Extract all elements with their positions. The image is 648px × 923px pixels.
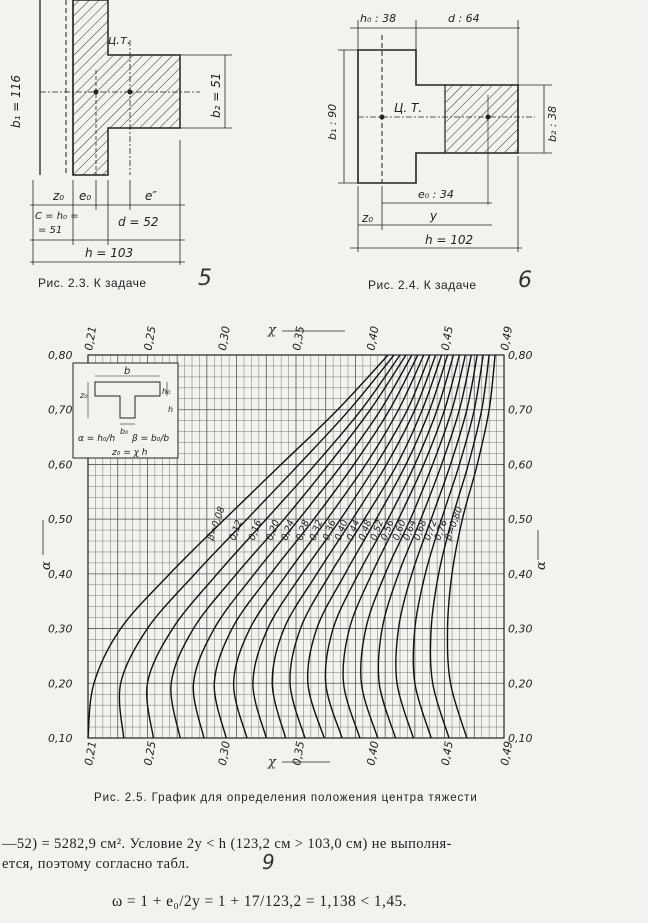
table-number: 9 <box>262 850 275 874</box>
caption-2-5: Рис. 2.5. График для определения положен… <box>94 792 478 804</box>
inset-b0: b₀ <box>120 427 129 436</box>
text-line-2: ется, поэтому согласно табл. <box>2 856 190 872</box>
x-tick-label-top: 0,45 <box>439 325 456 351</box>
curve-048 <box>306 354 449 739</box>
inset-h0: h₀ <box>162 387 171 396</box>
curve-068 <box>395 354 478 739</box>
x-axis-label-bottom: χ <box>267 755 277 770</box>
curve-060 <box>359 354 467 739</box>
x-tick-label-bottom: 0,49 <box>498 740 515 766</box>
x-tick-label-bottom: 0,35 <box>290 740 307 766</box>
chart-curves <box>87 354 496 739</box>
y-tick-label-right: 0,40 <box>508 568 533 581</box>
y-tick-label-right: 0,80 <box>508 349 533 362</box>
curve-080 <box>446 354 496 739</box>
b1-label: b₁ : 90 <box>326 104 339 140</box>
curve-012 <box>118 354 395 739</box>
caption-2-3: Рис. 2.3. К задаче <box>38 276 147 290</box>
figure-2-3: ц.т. b₁ = 116 b₂ = 51 z₀ e₀ e″ C = h₀ = … <box>9 0 232 265</box>
curve-024 <box>192 354 413 739</box>
y-tick-label-left: 0,60 <box>48 458 73 471</box>
y-tick-label-right: 0,20 <box>508 677 533 690</box>
c-label: C = h₀ = <box>35 211 79 222</box>
chart-2-5: 0,21 0,21 0,25 0,25 0,30 0,30 0,35 0,35 0,40 0,40… <box>39 323 549 770</box>
x-axis-label-top: χ <box>267 323 277 338</box>
y-tick-label-right: 0,10 <box>508 732 533 745</box>
x-tick-label-bottom: 0,40 <box>364 740 381 766</box>
b2-label: b₂ = 51 <box>209 73 223 118</box>
inset-alpha: α = h₀/h <box>78 434 116 444</box>
x-tick-label-bottom: 0,25 <box>142 740 159 766</box>
inset-beta: β = b₀/b <box>131 434 169 444</box>
curve-028 <box>213 354 419 739</box>
task-number-5: 5 <box>198 266 212 291</box>
inset-h: h <box>168 405 173 414</box>
curve-072 <box>412 354 484 739</box>
x-tick-label-top: 0,49 <box>498 325 515 351</box>
curve-036 <box>252 354 431 739</box>
curve-020 <box>170 354 407 739</box>
y-label: y <box>429 209 438 223</box>
x-tick-label-bottom: 0,45 <box>439 740 456 766</box>
y-tick-label-left: 0,30 <box>48 623 73 636</box>
ct-label: ц.т. <box>108 33 131 47</box>
chart-labels: 0,21 0,21 0,25 0,25 0,30 0,30 0,35 0,35 0,40 0,40… <box>39 323 549 770</box>
curve-label: β=0,08 <box>205 505 228 543</box>
y-tick-label-left: 0,10 <box>48 732 73 745</box>
y-axis-label-right: α <box>534 561 549 570</box>
ct-label: Ц. Т. <box>394 101 422 115</box>
d-label: d = 52 <box>118 215 159 229</box>
h-label: h = 103 <box>85 246 133 260</box>
d-label: d : 64 <box>448 12 480 25</box>
curve-032 <box>232 354 425 739</box>
x-tick-label-top: 0,21 <box>82 325 99 351</box>
x-tick-label-top: 0,30 <box>216 325 233 351</box>
y-axis-label-left: α <box>39 561 54 570</box>
y-tick-label-right: 0,70 <box>508 404 533 417</box>
curve-016 <box>146 354 401 739</box>
inset-b: b <box>124 366 130 377</box>
e0-label: e₀ : 34 <box>418 188 454 201</box>
e0-label: e₀ <box>79 189 91 203</box>
curve-040 <box>271 354 437 739</box>
c2-label: = 51 <box>38 225 62 236</box>
x-tick-label-top: 0,40 <box>364 325 381 351</box>
figure-2-4: h₀ : 38 d : 64 b₁ : 90 Ц. Т. b₂ : 38 e₀ … <box>326 12 559 252</box>
b2-label: b₂ : 38 <box>546 106 559 142</box>
y-tick-label-left: 0,80 <box>48 349 73 362</box>
formula: ω = 1 + e₀/2y = 1 + 17/123,2 = 1,138 < 1… <box>112 893 407 910</box>
z0-label: z₀ <box>361 211 373 225</box>
b1-label: b₁ = 116 <box>9 75 23 128</box>
x-tick-label-top: 0,35 <box>290 325 307 351</box>
task-number-6: 6 <box>518 268 532 293</box>
inset-zo: z₀ = χ h <box>111 448 148 458</box>
z0-label: z₀ <box>52 189 64 203</box>
y-tick-label-left: 0,20 <box>48 677 73 690</box>
y-tick-label-left: 0,50 <box>48 513 73 526</box>
chart-inset: b z₀ h₀ h b₀ α = h₀/h β = b₀/b z₀ = χ h <box>72 362 179 459</box>
x-tick-label-bottom: 0,30 <box>216 740 233 766</box>
y-tick-label-right: 0,30 <box>508 623 533 636</box>
h-label: h = 102 <box>425 233 473 247</box>
curve-076 <box>429 354 490 739</box>
y-tick-label-left: 0,70 <box>48 404 73 417</box>
y-tick-label-right: 0,60 <box>508 458 533 471</box>
x-tick-label-top: 0,25 <box>142 325 159 351</box>
e2-label: e″ <box>145 189 157 203</box>
inset-z0: z₀ <box>79 391 88 400</box>
curve-052 <box>324 354 455 739</box>
curve-044 <box>289 354 443 739</box>
plot-frame <box>87 354 505 739</box>
caption-2-4: Рис. 2.4. К задаче <box>368 278 477 292</box>
y-tick-label-left: 0,40 <box>48 568 73 581</box>
curve-056 <box>342 354 461 739</box>
curve-008 <box>87 354 389 739</box>
x-tick-label-bottom: 0,21 <box>82 740 99 766</box>
y-tick-label-right: 0,50 <box>508 513 533 526</box>
text-line-1: —52) = 5282,9 см². Условие 2y < h (123,2… <box>2 836 452 852</box>
curve-064 <box>377 354 472 739</box>
h0-label: h₀ : 38 <box>360 12 396 25</box>
